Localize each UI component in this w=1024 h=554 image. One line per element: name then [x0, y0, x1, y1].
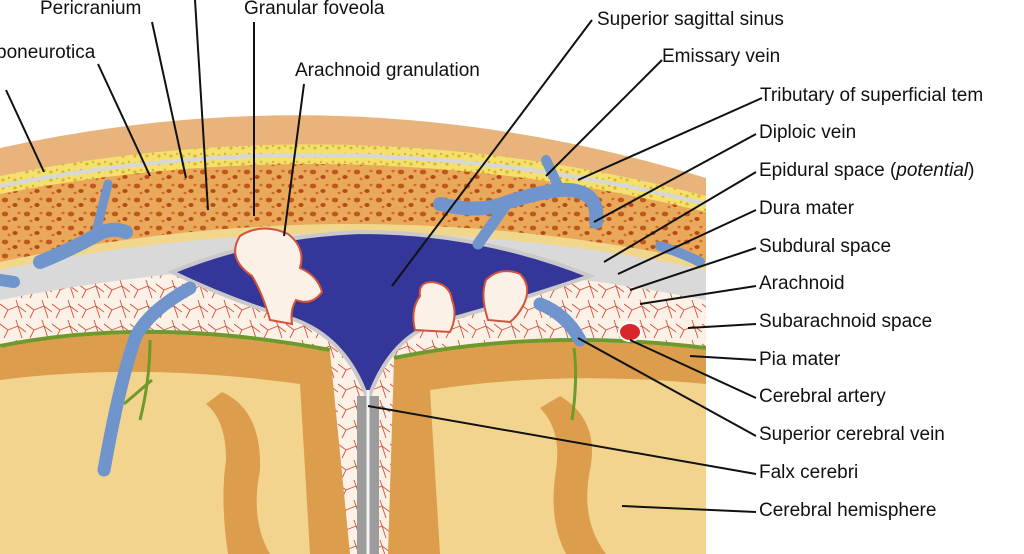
label-superior-cerebral-vein: Superior cerebral vein — [759, 424, 945, 445]
label-diploic-vein: Diploic vein — [759, 122, 857, 143]
arachnoid-granulations — [234, 227, 529, 334]
white-matter-left — [0, 371, 310, 554]
epidural-close-paren: ) — [968, 160, 975, 181]
epidural-text: Epidural space ( — [759, 160, 897, 181]
leader-lines — [5, 0, 763, 513]
label-epidural-space: Epidural space (potential) — [759, 160, 974, 182]
label-subdural-space: Subdural space — [759, 236, 892, 257]
label-cerebral-hemisphere: Cerebral hemisphere — [759, 500, 937, 521]
label-pericranium: Pericranium — [40, 0, 142, 19]
cerebral-artery — [618, 322, 642, 342]
label-granular-foveola: Granular foveola — [244, 0, 385, 19]
label-falx-cerebri: Falx cerebri — [759, 462, 859, 483]
label-arachnoid: Arachnoid — [759, 273, 845, 294]
veins — [0, 155, 705, 477]
label-tributary-superficial-temporal: Tributary of superficial tem — [760, 85, 984, 106]
epidural-potential-text: potential — [896, 160, 969, 181]
label-aponeurotica: poneurotica — [0, 42, 96, 63]
label-superior-sagittal-sinus: Superior sagittal sinus — [597, 9, 784, 30]
label-cerebral-artery: Cerebral artery — [759, 386, 886, 407]
label-pia-mater: Pia mater — [759, 349, 841, 370]
pia-mater — [393, 338, 706, 360]
label-subarachnoid-space: Subarachnoid space — [759, 311, 933, 332]
label-dura-mater: Dura mater — [759, 198, 855, 219]
label-arachnoid-granulation: Arachnoid granulation — [295, 60, 480, 81]
label-emissary-vein: Emissary vein — [662, 46, 781, 67]
